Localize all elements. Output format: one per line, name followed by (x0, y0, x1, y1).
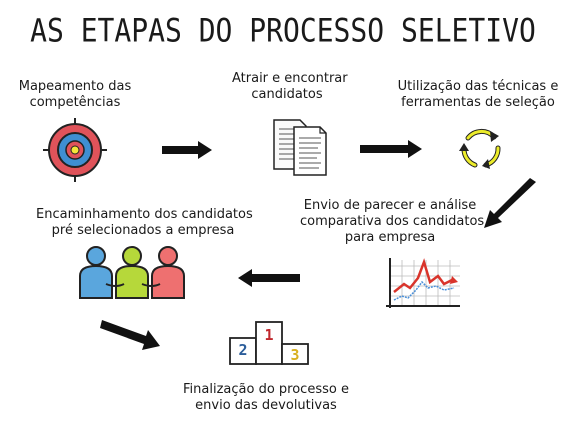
step-3-line-1: Utilização das técnicas e (397, 79, 559, 94)
diagram-title: AS ETAPAS DO PROCESSO SELETIVO (30, 11, 536, 50)
podium-icon: 1 2 3 (229, 321, 309, 365)
step-1-line-2: competências (29, 95, 121, 110)
step-5-line-2: pré selecionados a empresa (51, 223, 235, 238)
podium-first-number: 1 (264, 326, 273, 344)
step-4-line-1: Envio de parecer e análise (303, 198, 477, 213)
step-4-label: Envio de parecer e análise comparativa d… (300, 198, 485, 246)
step-6-line-2: envio das devolutivas (195, 398, 337, 413)
arrow-step3-to-step4 (484, 178, 536, 228)
arrow-step5-to-step6 (100, 320, 160, 350)
podium-third-number: 3 (290, 346, 299, 364)
step-3-line-2: ferramentas de seleção (401, 95, 555, 110)
step-4-line-2: comparativa dos candidatos (300, 214, 485, 229)
step-2-label: Atrair e encontrar candidatos (232, 71, 348, 103)
step-1-line-1: Mapeamento das (18, 79, 132, 94)
arrow-step2-to-step3 (360, 140, 422, 158)
step-3-label: Utilização das técnicas e ferramentas de… (394, 79, 562, 111)
step-1-label: Mapeamento das competências (8, 79, 142, 111)
podium-second-number: 2 (238, 341, 247, 359)
documents-icon (273, 119, 327, 176)
step-5-line-1: Encaminhamento dos candidatos (36, 207, 253, 222)
step-6-label: Finalização do processo e envio das devo… (176, 382, 356, 414)
people-icon (79, 246, 185, 299)
step-5-label: Encaminhamento dos candidatos pré seleci… (36, 207, 253, 239)
target-icon (43, 118, 107, 182)
step-6-line-1: Finalização do processo e (183, 382, 349, 397)
line-chart-icon (386, 258, 460, 308)
step-4-line-3: para empresa (344, 230, 436, 245)
step-2-line-1: Atrair e encontrar (232, 71, 348, 86)
arrow-step4-to-step5 (238, 269, 300, 287)
step-2-line-2: candidatos (251, 87, 323, 102)
arrow-step1-to-step2 (162, 141, 212, 159)
cycle-arrows-icon (459, 128, 501, 169)
